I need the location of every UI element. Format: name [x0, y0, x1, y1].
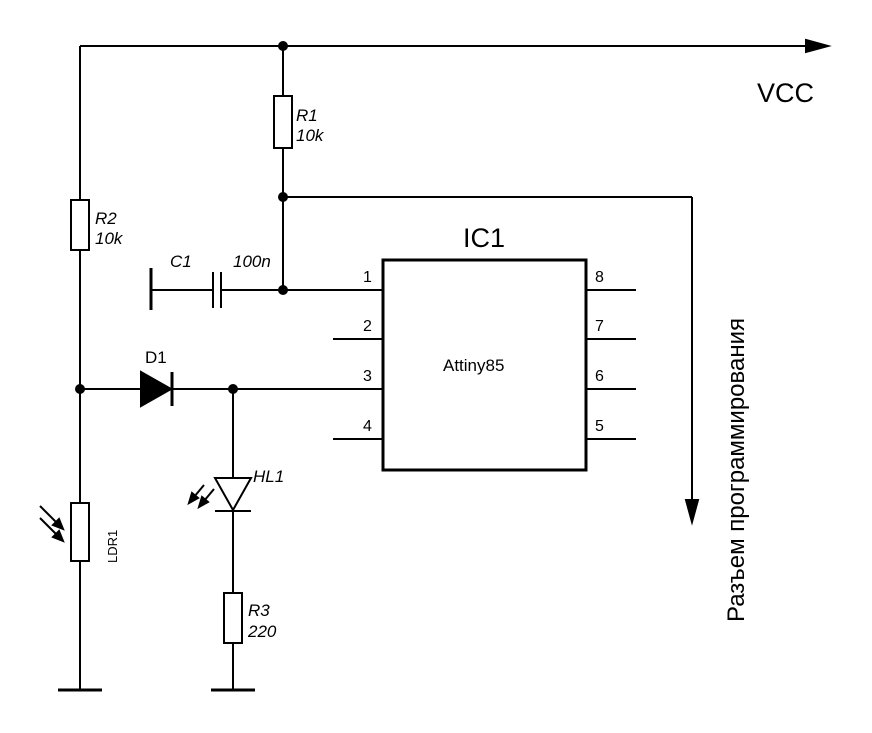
junction-dot: [228, 384, 238, 394]
r1-value: 10k: [296, 126, 325, 145]
hl1-ref: HL1: [253, 467, 284, 486]
r2-ref: R2: [95, 209, 117, 228]
programming-connector-line: [283, 196, 700, 526]
resistor-r2: [70, 199, 90, 503]
vcc-rail: [79, 38, 832, 200]
pin-2-label: 2: [363, 318, 372, 335]
junction-dot: [278, 285, 288, 295]
pin-5-label: 5: [595, 418, 604, 435]
junction-dot: [75, 384, 85, 394]
ic1-part: Attiny85: [443, 356, 504, 375]
connector-label: Разъем программирования: [723, 318, 750, 622]
capacitor-c1: [149, 268, 283, 310]
diode-d1: [80, 370, 233, 408]
resistor-r1: [273, 46, 293, 290]
ic1-ref: IC1: [463, 223, 505, 253]
junction-dot: [278, 192, 288, 202]
r1-ref: R1: [296, 106, 318, 125]
resistor-r3: [223, 592, 243, 690]
d1-ref: D1: [145, 348, 167, 367]
photoresistor-ldr1: [39, 502, 90, 690]
pin-6-label: 6: [595, 368, 604, 385]
vcc-label: VCC: [757, 78, 814, 108]
c1-value: 100n: [233, 252, 271, 271]
pin-8-label: 8: [595, 269, 604, 286]
pin-3-label: 3: [363, 368, 372, 385]
c1-ref: C1: [170, 252, 192, 271]
r3-ref: R3: [248, 601, 270, 620]
pin-4-label: 4: [363, 418, 372, 435]
ic1-chip: [233, 258, 636, 472]
pin-1-label: 1: [363, 269, 372, 286]
ldr1-ref: LDR1: [105, 530, 120, 563]
led-hl1: [187, 389, 253, 593]
r2-value: 10k: [95, 229, 124, 248]
junction-dot: [278, 41, 288, 51]
r3-value: 220: [247, 622, 277, 641]
pin-7-label: 7: [595, 318, 604, 335]
